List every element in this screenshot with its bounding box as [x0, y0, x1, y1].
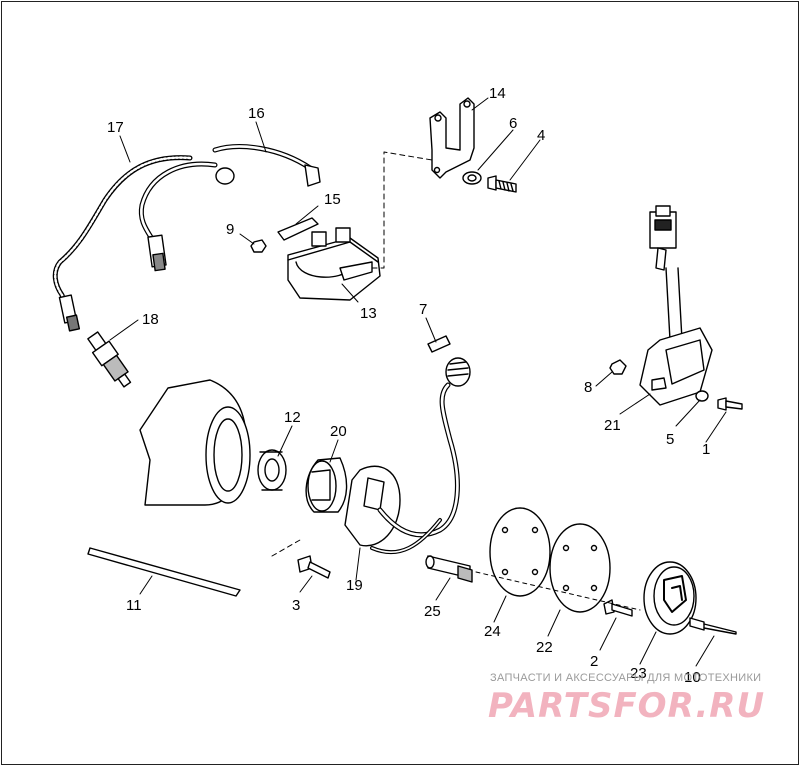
callout-21: 21	[604, 417, 621, 434]
callout-16: 16	[248, 105, 265, 122]
bolt-4	[487, 175, 517, 193]
spark-plug-wire-16	[138, 144, 321, 272]
washer-5	[695, 390, 709, 402]
screw-3	[271, 539, 331, 579]
wire-tie-7	[427, 335, 451, 353]
callout-12: 12	[284, 409, 301, 426]
callout-20: 20	[330, 423, 347, 440]
callout-22: 22	[536, 639, 553, 656]
nut-9	[250, 239, 267, 253]
callout-14: 14	[489, 85, 506, 102]
watermark-caption: ЗАПЧАСТИ И АКСЕССУАРЫ ДЛЯ МОТОТЕХНИКИ	[490, 672, 762, 684]
assembly-axis-line	[475, 571, 641, 611]
watermark-logo: PARTSFOR.RU	[488, 686, 766, 726]
coil-bracket-14	[429, 97, 475, 179]
nut-8	[609, 359, 627, 375]
callout-15: 15	[324, 191, 341, 208]
cover-11-gasket-area	[139, 379, 251, 506]
callout-1: 1	[702, 441, 711, 458]
callout-7: 7	[419, 301, 428, 318]
callout-11: 11	[126, 597, 142, 614]
spark-plug-wire-17	[52, 155, 193, 332]
callout-18: 18	[142, 311, 159, 328]
stator-plate-19	[344, 357, 471, 547]
callout-6: 6	[509, 115, 518, 132]
callout-2: 2	[590, 653, 599, 670]
disc-24	[489, 507, 551, 597]
ignition-module-21	[639, 205, 713, 406]
spark-plug-18	[87, 331, 132, 388]
harness-tube	[370, 518, 442, 555]
screw-1	[717, 397, 743, 411]
callout-3: 3	[292, 597, 301, 614]
callout-8: 8	[584, 379, 593, 396]
pin-10	[689, 617, 737, 635]
callout-24: 24	[484, 623, 501, 640]
seal-12	[257, 449, 287, 491]
washer-6	[462, 171, 482, 185]
rotor-20	[305, 457, 348, 513]
callout-10: 10	[684, 669, 701, 686]
callout-19: 19	[346, 577, 363, 594]
callout-23: 23	[630, 665, 647, 682]
assembly-dashed-line-coil	[371, 151, 433, 269]
callout-4: 4	[537, 127, 546, 144]
callout-9: 9	[226, 221, 235, 238]
disc-22	[549, 523, 611, 613]
callout-5: 5	[666, 431, 675, 448]
leader-lines	[109, 97, 727, 667]
callout-13: 13	[360, 305, 377, 322]
callout-17: 17	[107, 119, 124, 136]
strip-11	[87, 547, 241, 597]
flywheel-23	[643, 561, 697, 635]
callout-25: 25	[424, 603, 441, 620]
ignition-coil-13	[277, 217, 381, 301]
shaft-25	[425, 555, 473, 583]
